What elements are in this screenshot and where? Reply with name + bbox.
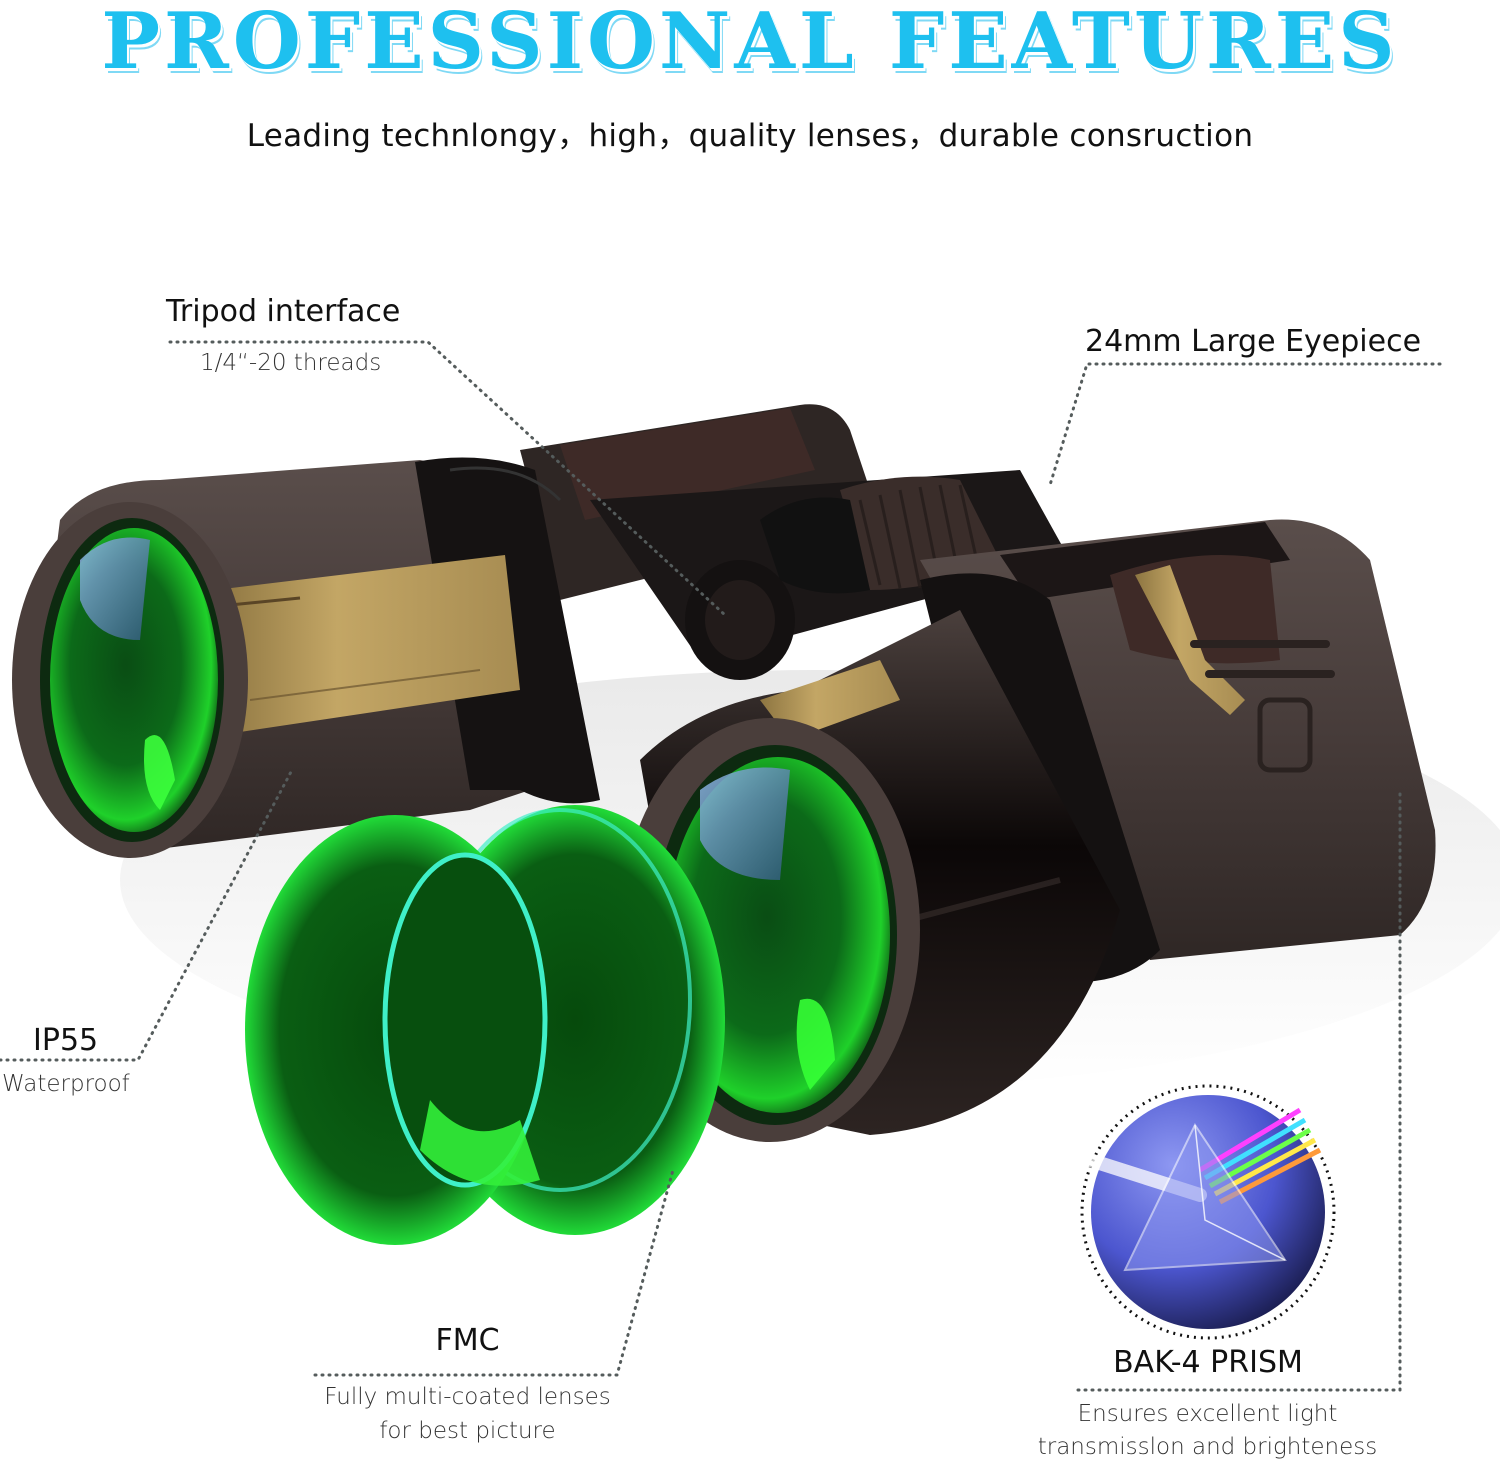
prism-badge-illustration — [1080, 1084, 1336, 1340]
ip55-callout-detail: Waterproof — [2, 1071, 130, 1097]
eyepiece-callout-title: 24mm Large Eyepiece — [1085, 324, 1422, 359]
page-subtitle: Leading technlongy，high，quality lenses，d… — [246, 118, 1254, 154]
lens-elements-illustration — [245, 805, 725, 1245]
binoculars-illustration — [12, 404, 1436, 1142]
page-title: PROFESSIONAL FEATURES — [101, 0, 1399, 87]
prism-callout-title: BAK-4 PRISM — [1113, 1345, 1303, 1380]
prism-callout-detail-line2: transmisslon and brighteness — [1037, 1434, 1378, 1460]
leader-line-tripod — [168, 340, 727, 617]
fmc-callout-title: FMC — [435, 1323, 500, 1358]
fmc-callout-detail-line1: Fully multi-coated lenses — [324, 1384, 611, 1410]
leader-line-eyepiece — [1048, 362, 1442, 487]
prism-callout-detail-line1: Ensures excellent light — [1077, 1401, 1338, 1427]
leader-lines — [0, 340, 1442, 1392]
fmc-callout-detail-line2: for best picture — [379, 1418, 556, 1444]
ip55-callout-title: IP55 — [33, 1023, 99, 1058]
leader-line-prism — [1076, 788, 1402, 1392]
leader-line-ip55 — [0, 768, 294, 1062]
tripod-callout-title: Tripod interface — [166, 294, 401, 329]
tripod-callout-detail: 1/4“-20 threads — [200, 350, 382, 376]
leader-line-fmc — [313, 1168, 675, 1377]
